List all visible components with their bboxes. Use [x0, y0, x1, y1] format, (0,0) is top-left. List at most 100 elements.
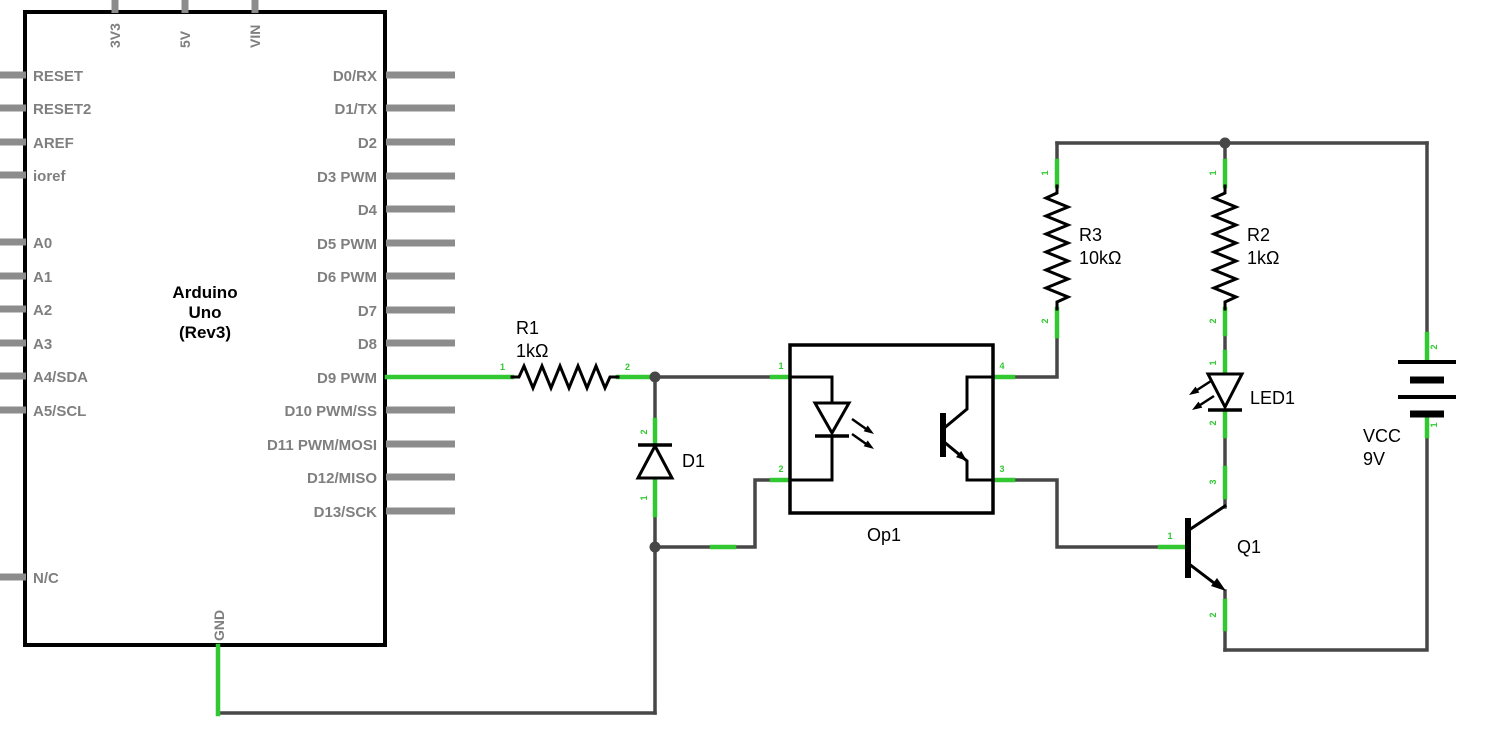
led1-light-arrow-1-head: [1189, 386, 1200, 395]
op1-transistor-collector: [940, 375, 994, 432]
arduino-outline: [23, 10, 387, 647]
led1-pin1-number: 1: [1208, 360, 1218, 365]
pin-label-d1-tx: D1/TX: [334, 101, 377, 118]
d1-triangle: [635, 442, 675, 480]
pin-label-d5-pwm: D5 PWM: [317, 236, 377, 253]
d1-name-label: D1: [682, 451, 705, 471]
op1-name-label: Op1: [867, 525, 901, 545]
pin-label-d0-rx: D0/RX: [333, 68, 377, 85]
pin-label-reset: RESET: [33, 68, 83, 85]
pin-label-d10-pwm-ss: D10 PWM/SS: [284, 403, 377, 420]
r1-name-label: R1: [516, 318, 539, 338]
component-op1-optocoupler[interactable]: Op1 1 2 3 4: [778, 343, 1005, 545]
d1-pin2-number: 2: [639, 429, 649, 434]
pin-label-nc: N/C: [33, 570, 59, 587]
junction-dot-gnd-node: [649, 541, 661, 553]
led1-name-label: LED1: [1250, 388, 1295, 408]
arduino-title-line2: Uno: [188, 303, 221, 322]
r1-pin1-number: 1: [500, 362, 505, 372]
pin-label-gnd: GND: [211, 610, 227, 641]
battery-pin2-number: 2: [1429, 344, 1439, 349]
op1-pin4-number: 4: [999, 361, 1004, 371]
r2-name-label: R2: [1247, 225, 1270, 245]
component-led1[interactable]: LED1 1 2: [1189, 360, 1295, 426]
pin-label-a0: A0: [33, 235, 52, 252]
pin-label-3v3: 3V3: [107, 23, 123, 48]
component-arduino-uno[interactable]: Arduino Uno (Rev3) 3V3 5V VIN RESET RESE…: [0, 0, 455, 647]
r3-zigzag: [1042, 184, 1072, 311]
pin-label-a1: A1: [33, 269, 52, 286]
component-r1-resistor[interactable]: R1 1kΩ 1 2: [500, 318, 630, 392]
pin-label-reset2: RESET2: [33, 101, 91, 118]
r2-value-label: 1kΩ: [1247, 248, 1279, 268]
q1-emitter-line: [1186, 561, 1221, 589]
arduino-title-line3: (Rev3): [179, 323, 231, 342]
pin-label-d9-pwm: D9 PWM: [317, 370, 377, 387]
q1-pin2-number: 2: [1208, 612, 1218, 617]
pin-label-a5-scl: A5/SCL: [33, 403, 86, 420]
op1-pin3-number: 3: [999, 464, 1004, 474]
pin-label-d8: D8: [358, 336, 377, 353]
junction-dot-top-rail: [1219, 137, 1231, 149]
d1-pin1-number: 1: [639, 495, 649, 500]
r2-pin2-number: 2: [1208, 318, 1218, 323]
op1-light-arrow-1-head: [863, 425, 874, 434]
op1-emitter-arrow-head: [956, 450, 967, 461]
component-vcc-battery[interactable]: VCC 9V 2 1: [1363, 344, 1456, 469]
r3-pin2-number: 2: [1040, 318, 1050, 323]
pin-label-d2: D2: [358, 135, 377, 152]
pin-label-a2: A2: [33, 302, 52, 319]
r1-value-label: 1kΩ: [516, 341, 548, 361]
r2-zigzag: [1210, 184, 1240, 311]
pin-label-d3-pwm: D3 PWM: [317, 169, 377, 186]
r2-pin1-number: 1: [1208, 170, 1218, 175]
green-pin-highlights: [215, 158, 1430, 717]
component-d1-diode[interactable]: D1 2 1: [635, 429, 705, 501]
r3-pin1-number: 1: [1040, 170, 1050, 175]
pin-label-aref: AREF: [33, 135, 74, 152]
pin-label-a4-sda: A4/SDA: [33, 369, 88, 386]
q1-emitter-arrow-head: [1211, 578, 1226, 591]
pin-label-5v: 5V: [177, 30, 193, 48]
op1-light-arrow-2-head: [863, 440, 874, 449]
wire-emitter-to-battery: [1223, 434, 1429, 652]
led1-light-arrow-2-head: [1192, 401, 1203, 410]
pin-label-d7: D7: [358, 303, 377, 320]
vcc-name-label: VCC: [1363, 426, 1401, 446]
pin-label-vin: VIN: [247, 25, 263, 48]
led1-pin2-number: 2: [1208, 420, 1218, 425]
r3-value-label: 10kΩ: [1079, 248, 1121, 268]
wire-opto4-to-r3: [1009, 334, 1059, 379]
junction-dot-d9-node: [649, 371, 661, 383]
component-r2-resistor[interactable]: R2 1kΩ 1 2: [1208, 170, 1279, 323]
pin-label-d4: D4: [358, 202, 378, 219]
junction-dots: [649, 137, 1231, 553]
component-q1-transistor[interactable]: Q1 3 1 2: [1167, 479, 1261, 617]
q1-collector-line: [1186, 503, 1228, 533]
wire-junction-to-opto2: [653, 478, 776, 549]
pin-label-d6-pwm: D6 PWM: [317, 269, 377, 286]
op1-transistor-emitter: [940, 438, 994, 482]
pin-label-a3: A3: [33, 336, 52, 353]
r3-name-label: R3: [1079, 225, 1102, 245]
vcc-value-label: 9V: [1363, 449, 1385, 469]
r1-pin2-number: 2: [625, 362, 630, 372]
pin-label-d13-sck: D13/SCK: [314, 504, 378, 521]
op1-pin2-number: 2: [778, 464, 783, 474]
component-r3-resistor[interactable]: R3 10kΩ 1 2: [1040, 170, 1121, 323]
pin-label-ioref: ioref: [33, 168, 67, 185]
pin-label-d11-pwm-mosi: D11 PWM/MOSI: [267, 437, 377, 454]
pin-label-d12-miso: D12/MISO: [307, 470, 377, 487]
wire-opto3-to-q1-base: [1009, 478, 1164, 549]
q1-pin3-number: 3: [1208, 479, 1218, 484]
op1-led-triangle: [812, 401, 852, 437]
arduino-title-line1: Arduino: [172, 283, 237, 302]
battery-pin1-number: 1: [1429, 422, 1439, 427]
op1-pin1-number: 1: [778, 361, 783, 371]
r1-zigzag: [510, 362, 620, 392]
op1-led-anode-lead: [789, 375, 834, 405]
q1-pin1-number: 1: [1167, 531, 1172, 541]
led1-triangle: [1205, 372, 1245, 411]
